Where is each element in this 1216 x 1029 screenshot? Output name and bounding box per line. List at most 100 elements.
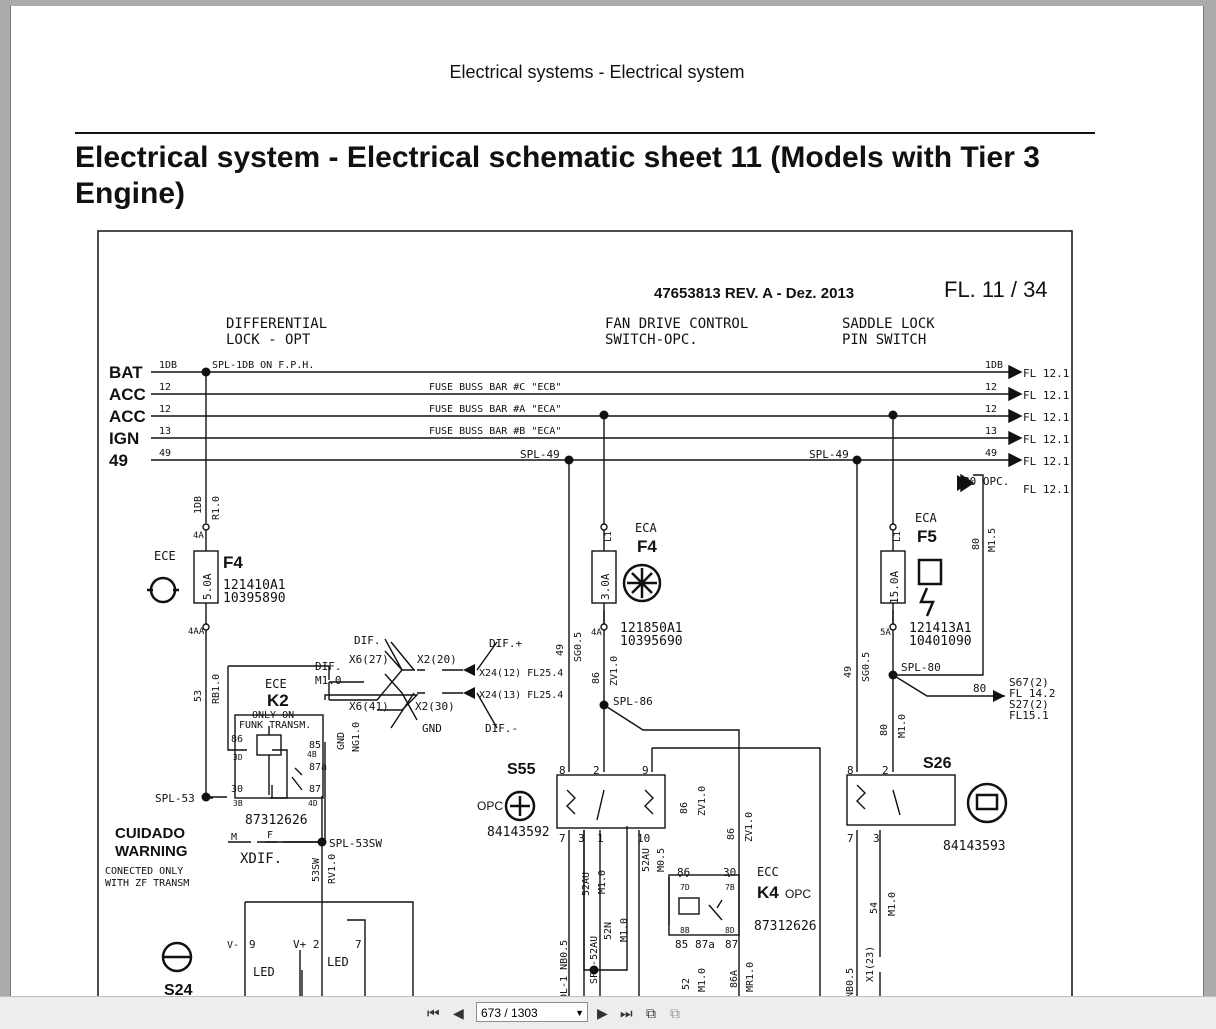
bus-note: SPL-1DB ON F.P.H.: [212, 360, 314, 371]
switch-s55-box: [556, 774, 666, 829]
label-p87: 87: [309, 784, 321, 795]
label-w80_arrow: 80: [973, 682, 986, 695]
bus-left-wire: 13: [159, 426, 171, 437]
label-f5_pn2: 10401090: [909, 634, 972, 649]
label-l1_a: L1: [604, 531, 614, 542]
label-f5_rating: 15.0A: [888, 571, 901, 604]
label-con1: CONECTED ONLY: [105, 866, 183, 877]
fan-drive-label-2: SWITCH-OPC.: [605, 332, 698, 348]
diff-lock-label-1: DIFFERENTIAL: [226, 316, 327, 332]
bus-right-wire: 49: [985, 448, 997, 459]
fan-icon: [622, 563, 662, 603]
label-f4_rating: 5.0A: [201, 573, 214, 600]
label-dif_minus: DIF.-: [485, 722, 518, 735]
bus-arrow-icon: [1008, 408, 1023, 424]
bus-name: ACC: [109, 407, 146, 426]
label-ece_a: ECE: [154, 549, 176, 563]
bus-arrow-icon: [1008, 386, 1023, 402]
label-p3_a: 3: [578, 832, 585, 845]
label-k4_87: 87: [725, 938, 738, 951]
label-ece_k2: ECE: [265, 677, 287, 691]
doc-ref: 47653813 REV. A - Dez. 2013: [654, 285, 854, 302]
label-nb05: NB0.5: [845, 968, 856, 996]
fit-page-icon[interactable]: ⧉: [646, 1005, 656, 1021]
label-s27: S27(2): [1009, 698, 1049, 711]
label-p3_b: 3: [873, 832, 880, 845]
label-w86_b: 86: [679, 802, 690, 814]
label-k2_note2: FUNK TRANSM.: [239, 720, 311, 731]
label-m10_f: M1.0: [887, 892, 898, 916]
label-zv10_c: ZV1.0: [744, 812, 755, 842]
label-f4b_rating: 3.0A: [599, 573, 612, 600]
s26-sensor-icon: [966, 782, 1008, 824]
label-p9_a: 9: [642, 764, 649, 777]
label-w49_b: 49: [843, 666, 854, 678]
bus-name: IGN: [109, 429, 139, 448]
label-k4_pn: 87312626: [754, 919, 817, 934]
bus-arrow-icon: [1008, 430, 1023, 446]
label-spl53sw: SPL-53SW: [329, 837, 382, 850]
label-eca_f4: ECA: [635, 521, 657, 535]
label-m10_b: M1.0: [597, 870, 608, 894]
label-mr10: MR1.0: [745, 962, 756, 992]
fit-width-icon[interactable]: ⧉: [670, 1005, 680, 1021]
diff-lock-label-2: LOCK - OPT: [226, 332, 311, 348]
bus-left-wire: 12: [159, 404, 171, 415]
label-w86_v: 86: [591, 672, 602, 684]
label-sg05_a: SG0.5: [573, 632, 584, 662]
last-page-icon[interactable]: ⏭: [620, 1005, 633, 1021]
prev-page-icon[interactable]: ◀: [453, 1005, 464, 1021]
label-k4_opc: OPC: [785, 887, 811, 901]
label-fl151: FL15.1: [1009, 709, 1049, 722]
label-w53sw: 53SW: [311, 857, 322, 882]
label-x2_20: X2(20): [417, 653, 457, 666]
label-p2_b: 2: [882, 764, 889, 777]
label-x6_27: X6(27): [349, 653, 389, 666]
label-f4_pn1: 121410A1: [223, 578, 286, 593]
label-p8_a: 8: [559, 764, 566, 777]
bus-left-wire: 49: [159, 448, 171, 459]
bus-ref: FL 12.1: [1023, 455, 1069, 468]
label-f5_name: F5: [917, 527, 937, 546]
label-k4_87a: 87a: [695, 938, 715, 951]
bus-ref: FL 12.1: [1023, 389, 1069, 402]
label-m15: M1.5: [987, 528, 998, 552]
label-k4_7b: 7B: [725, 883, 735, 892]
header-rule: [75, 132, 1095, 134]
next-page-icon[interactable]: ▶: [597, 1005, 608, 1021]
label-x2_30: X2(30): [415, 700, 455, 713]
document-page: Electrical systems - Electrical system E…: [10, 6, 1204, 996]
label-p10_a: 10: [637, 832, 650, 845]
bus-name: ACC: [109, 385, 146, 404]
label-w52au_a: 52AU: [581, 872, 592, 896]
schematic-frame: [97, 230, 1073, 996]
label-k2_note1: ONLY ON: [252, 710, 294, 721]
page-dropdown-icon[interactable]: ▼: [575, 1008, 584, 1018]
label-m10_e: M1.0: [897, 714, 908, 738]
label-p1_a: 1: [597, 832, 604, 845]
label-s67: S67(2): [1009, 676, 1049, 689]
label-f4b_pn1: 121850A1: [620, 621, 683, 636]
label-p85: 85: [309, 740, 321, 751]
label-x24_13: X24(13) FL25.4: [479, 690, 563, 701]
fuse-f4-center: [591, 550, 617, 604]
page-title: Electrical system - Electrical schematic…: [75, 141, 1040, 210]
label-dif_plus: DIF.+: [489, 637, 522, 650]
bus-ref: FL 12.1: [1023, 411, 1069, 424]
label-k4_86: 86: [677, 866, 690, 879]
page-number-input[interactable]: 673 / 1303 ▼: [476, 1002, 588, 1022]
fan-drive-label-1: FAN DRIVE CONTROL: [605, 316, 748, 332]
bus-name: BAT: [109, 363, 143, 382]
label-k4_85: 85: [675, 938, 688, 951]
label-fl142: FL 14.2: [1009, 687, 1055, 700]
bus-note: FUSE BUSS BAR #B "ECA": [429, 426, 561, 437]
relay-k4-box: [668, 874, 740, 936]
first-page-icon[interactable]: ⏮: [427, 1005, 440, 1021]
label-spl52au: SPL-52AU: [589, 936, 600, 984]
label-spl53: SPL-53: [155, 792, 195, 805]
bus-right-wire: 12: [985, 404, 997, 415]
label-x6_41: X6(41): [349, 700, 389, 713]
bus-note: FUSE BUSS BAR #A "ECA": [429, 404, 561, 415]
label-dif_top: DIF.: [354, 634, 381, 647]
label-v_minus: V-: [227, 940, 239, 951]
